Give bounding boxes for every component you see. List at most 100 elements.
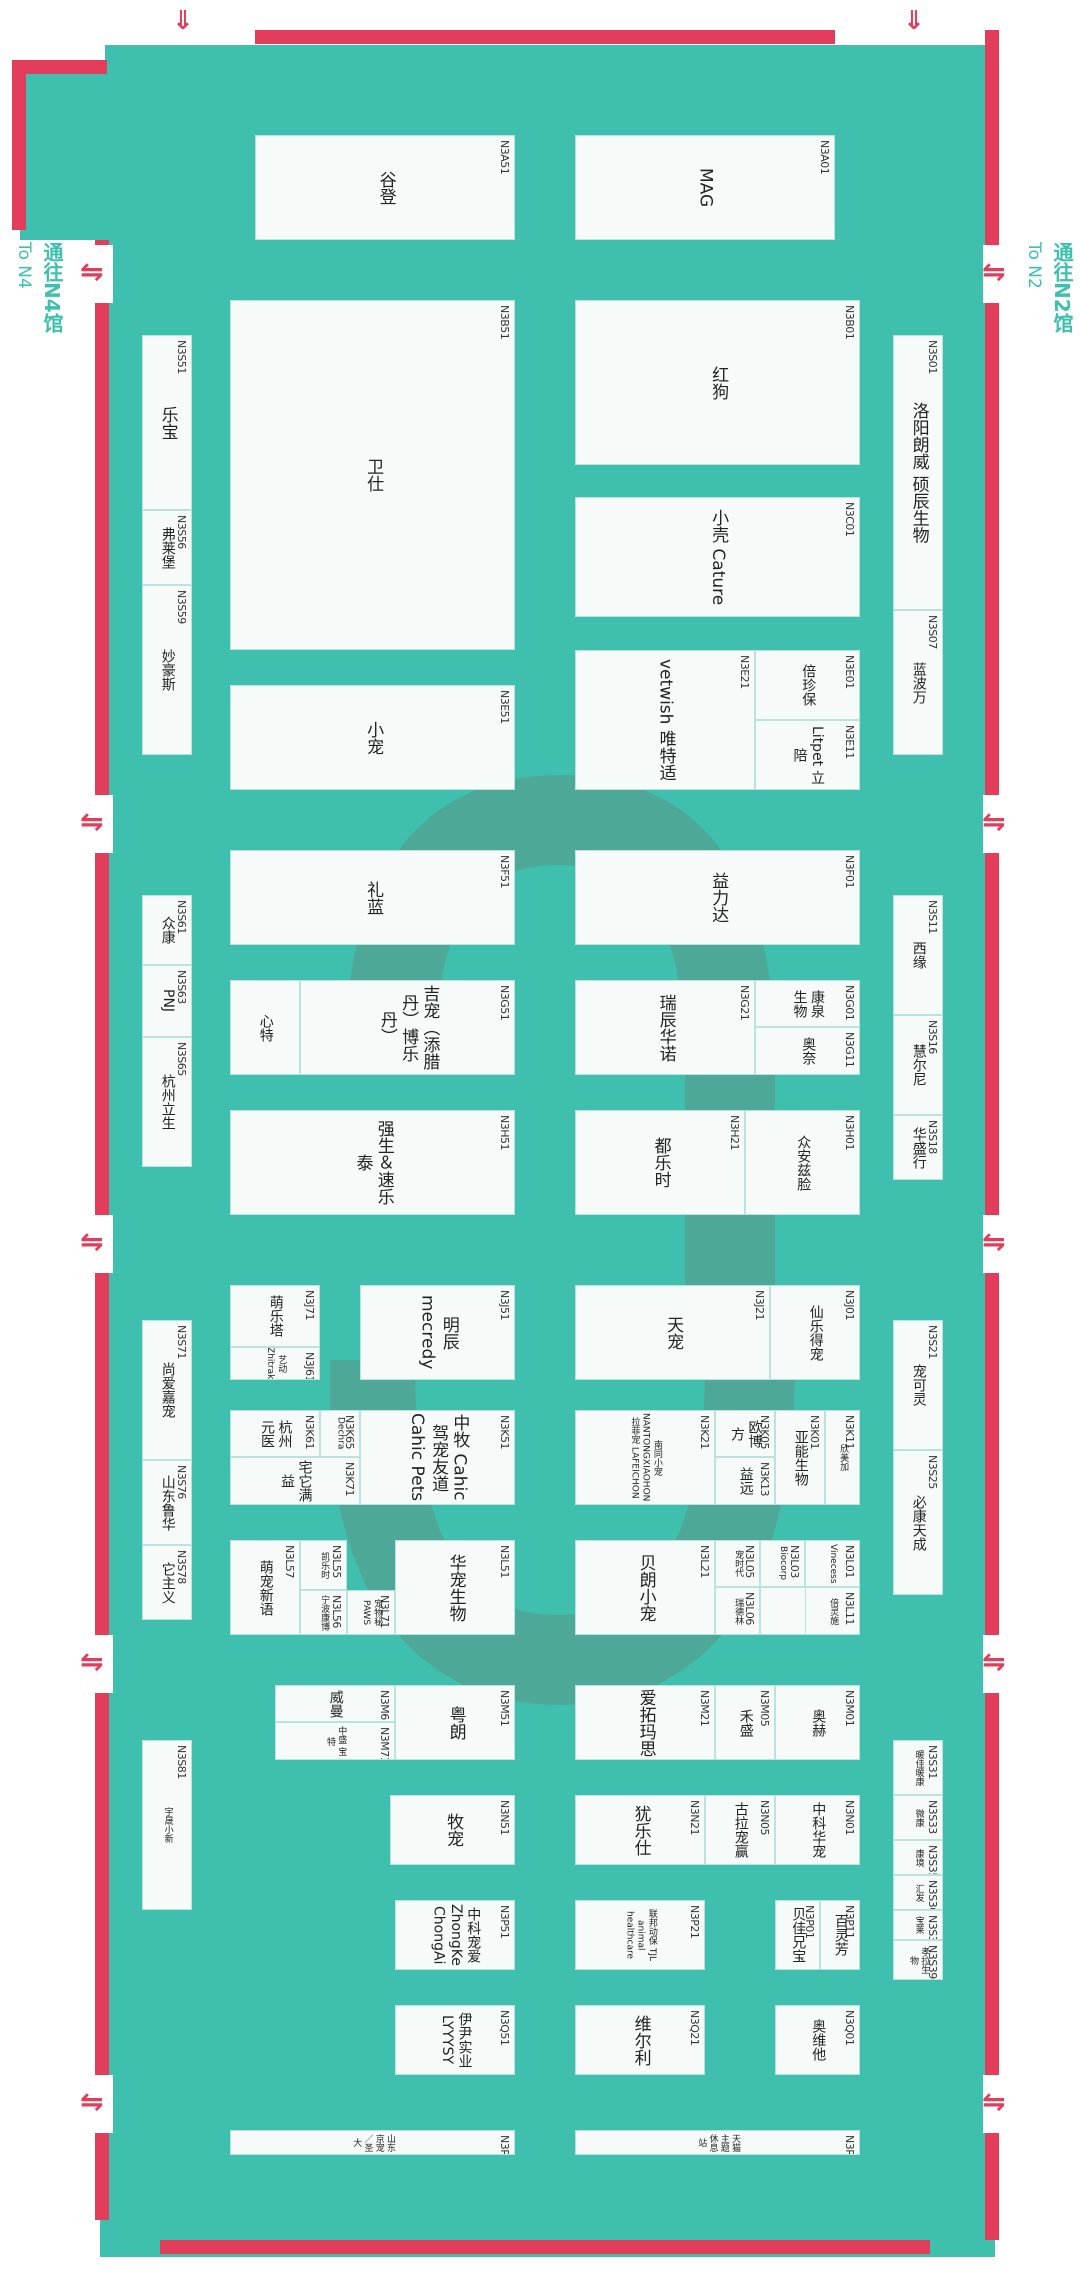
door-right-3: [983, 1215, 1003, 1273]
booth[interactable]: N3B01 红狗: [575, 300, 860, 465]
booth[interactable]: 心特: [230, 980, 300, 1075]
booth-id: N3K01: [808, 1415, 821, 1449]
booth-id: N3L05: [743, 1545, 756, 1578]
door-arrow-icon: ⇋: [80, 1225, 104, 1258]
booth-id: N3M01: [843, 1690, 856, 1727]
door-arrow-icon: ⇋: [80, 255, 104, 288]
booth-name: 微康: [913, 1808, 924, 1827]
booth-id: N3S01: [926, 340, 939, 374]
booth-id: N3S39: [926, 1945, 939, 1979]
booth-id: N3B01: [843, 305, 856, 340]
hall-annex-left: [20, 60, 110, 240]
booth-id: N3P21: [688, 1905, 701, 1939]
booth-name: 红狗: [708, 365, 729, 400]
booth-id: N3K05: [758, 1415, 771, 1449]
